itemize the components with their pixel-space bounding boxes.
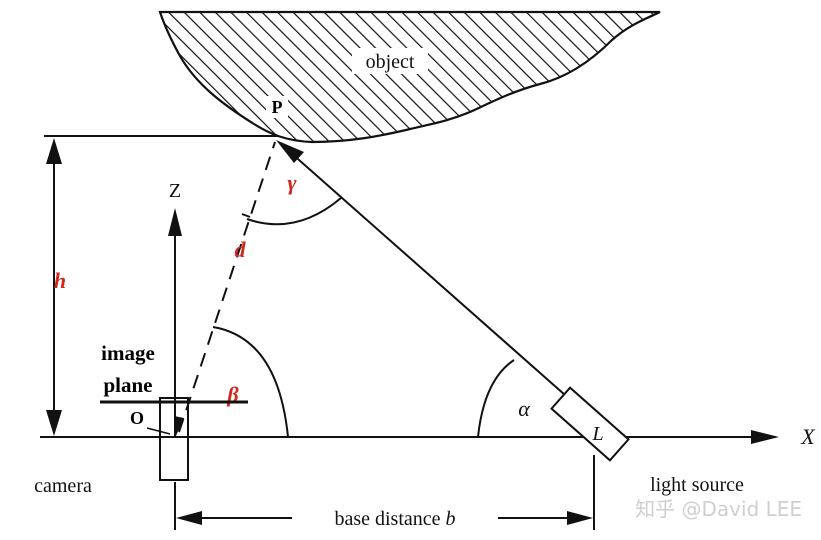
point-label: P bbox=[272, 97, 283, 117]
light-ray-arrow-icon bbox=[276, 140, 304, 163]
gamma-label: γ bbox=[287, 170, 297, 195]
base-variable: b bbox=[446, 508, 456, 530]
alpha-label: α bbox=[518, 396, 530, 421]
base-distance-label: base distance b bbox=[334, 508, 455, 530]
point-label-bg bbox=[266, 96, 288, 118]
origin-label: O bbox=[130, 408, 144, 428]
object-label-bg bbox=[352, 48, 428, 74]
x-axis-arrow-icon bbox=[751, 430, 779, 444]
z-axis-label: Z bbox=[169, 180, 181, 202]
light-letter: L bbox=[591, 423, 603, 445]
d-label: d bbox=[235, 237, 247, 262]
camera-label: camera bbox=[34, 475, 92, 497]
z-axis-arrow-icon bbox=[168, 208, 182, 236]
h-label: h bbox=[54, 268, 66, 293]
alpha-arc bbox=[477, 359, 515, 438]
light-source-box bbox=[550, 386, 630, 462]
h-arrow-up-icon bbox=[46, 138, 62, 164]
base-arrow-left-icon bbox=[176, 511, 202, 525]
x-axis-label: X bbox=[800, 424, 816, 449]
origin-leader bbox=[146, 427, 171, 435]
gamma-arc bbox=[246, 197, 342, 226]
light-ray bbox=[289, 151, 566, 396]
watermark: 知乎 @David LEE bbox=[635, 497, 802, 521]
h-arrow-down-icon bbox=[46, 410, 62, 436]
camera-body bbox=[159, 397, 189, 481]
object-region bbox=[158, 10, 661, 144]
base-distance-text: base distance bbox=[334, 508, 440, 530]
camera-ray bbox=[178, 141, 276, 433]
base-arrow-right-icon bbox=[567, 511, 593, 525]
image-plane-label-line2: plane bbox=[103, 373, 152, 397]
d-tick bbox=[241, 213, 251, 218]
beta-arc bbox=[212, 326, 289, 438]
camera-ray-arrow-icon bbox=[174, 416, 184, 438]
image-plane-label-line1: image bbox=[101, 341, 155, 365]
light-source-label: light source bbox=[650, 474, 744, 496]
object-label: object bbox=[366, 51, 415, 73]
